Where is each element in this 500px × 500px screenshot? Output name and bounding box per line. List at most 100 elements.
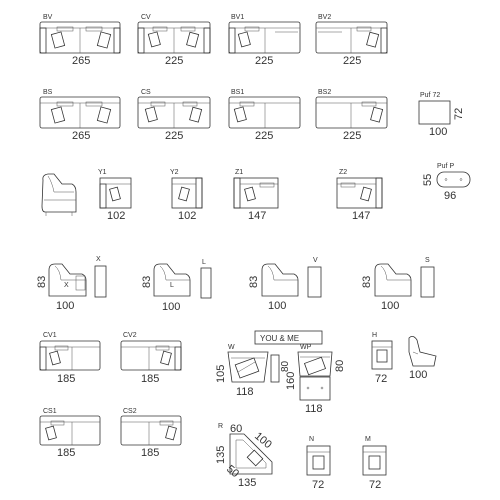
module-width: 100 [56,300,74,312]
module-width: 96 [444,190,456,202]
module-cv2: CV2 185 [120,332,182,385]
module-code: H [372,332,377,339]
module-code: Z1 [235,169,243,176]
module-code: BV [43,14,53,21]
module-height: 55 [422,174,434,186]
module-code: CS1 [43,408,57,415]
module-bv2: BV2 225 [315,14,388,67]
module-code: CS2 [123,408,137,415]
module-width: 102 [107,210,125,222]
module-code: BS [43,89,53,96]
module-h: H 72 100 [371,332,437,385]
module-wp: WP 80 160 118 [285,344,346,415]
module-side-view [41,173,77,216]
module-width: 225 [165,55,183,67]
module-width: 185 [57,373,75,385]
module-puf-p: Puf P 55 96 [422,163,471,202]
module-cs: CS 225 [137,89,211,142]
module-height: 83 [361,276,373,288]
module-code: CV [141,14,151,21]
group-title: YOU & ME [260,334,299,343]
module-side: 80 [280,360,291,372]
module-width: 100 [268,300,286,312]
module-bs1: BS1 225 [228,89,301,142]
module-code: CV1 [43,332,57,339]
module-bs: BS 265 [39,89,121,142]
module-height: 83 [141,276,153,288]
module-side: 100 [409,369,427,381]
module-width: 72 [369,479,381,491]
module-width: 100 [381,300,399,312]
module-width: 225 [255,55,273,67]
module-code: L [170,282,174,289]
module-y2: Y2 102 [170,169,203,222]
module-code: V [313,257,318,264]
module-code: X [96,256,101,263]
module-width: 147 [352,210,370,222]
module-width: 72 [312,479,324,491]
module-height: 83 [248,276,260,288]
module-you-and-me: YOU & ME W 105 118 80 WP 80 160 118 [215,330,346,415]
module-code: Y2 [170,169,179,176]
module-width: 118 [236,386,254,398]
module-cs2: CS2 185 [120,408,182,459]
module-m: M 72 [362,436,387,491]
module-code: X [64,282,69,289]
module-code: CV2 [123,332,137,339]
module-bs2: BS2 225 [315,89,388,142]
module-n: N 72 [306,436,331,491]
module-height: 83 [36,276,48,288]
module-width: 225 [343,55,361,67]
module-armchair-s: S 83 100 [361,257,435,312]
module-width: 118 [305,403,323,415]
module-depth: 160 [285,372,297,390]
module-armchair-v: V 83 100 [248,257,322,312]
module-y1: Y1 102 [98,169,132,222]
module-code: BS1 [231,89,244,96]
module-width: 185 [141,447,159,459]
module-width: 185 [141,373,159,385]
module-code: N [309,436,314,443]
module-bv1: BV1 225 [228,14,301,67]
corner-diag: 100 [252,430,274,451]
module-code: Z2 [339,169,347,176]
module-code: WP [300,344,312,351]
module-code: Puf 72 [420,92,440,99]
module-width: 225 [255,130,273,142]
module-code: Y1 [98,169,107,176]
module-code: S [425,257,430,264]
module-w: W 105 118 80 [215,344,291,398]
module-corner-r: R 60 100 135 50 135 [215,423,274,489]
module-bv: BV 265 [39,14,121,67]
module-width: 147 [248,210,266,222]
module-code: M [365,436,371,443]
module-code: CS [141,89,151,96]
module-width: 265 [72,55,90,67]
module-code: W [228,344,235,351]
module-code: BS2 [318,89,331,96]
module-cs1: CS1 185 [39,408,101,459]
module-side: 80 [334,360,346,372]
corner-left: 135 [215,446,227,464]
module-code: BV2 [318,14,331,21]
module-width: 225 [165,130,183,142]
module-cv: CV 225 [137,14,211,67]
module-code: Puf P [437,163,454,170]
module-z2: Z2 147 [336,169,383,222]
corner-top: 60 [230,423,242,435]
corner-bottom: 135 [238,477,256,489]
module-width: 265 [72,130,90,142]
module-code: BV1 [231,14,244,21]
module-armchair-l: L L 83 100 [141,259,212,313]
module-width: 185 [57,447,75,459]
module-z1: Z1 147 [233,169,279,222]
module-puf-72: Puf 72 100 72 [418,92,465,138]
module-depth: 105 [215,365,227,383]
module-cv1: CV1 185 [39,332,101,385]
module-depth: 72 [453,108,465,120]
module-code: L [202,259,206,266]
module-width: 225 [343,130,361,142]
module-width: 102 [178,210,196,222]
